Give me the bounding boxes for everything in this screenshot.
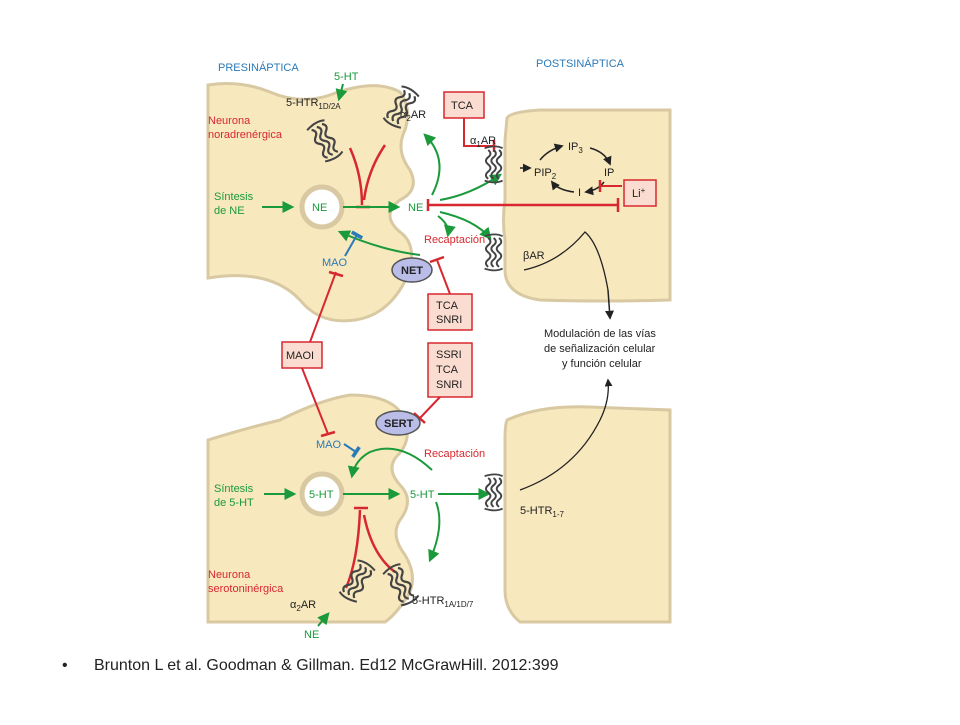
tca-top-box	[443, 91, 485, 119]
five-ht-vesicle	[299, 471, 345, 517]
five-ht-top-label: 5-HT	[334, 71, 359, 83]
postsynaptic-header: POSTSINÁPTICA	[536, 57, 625, 70]
ne-bottom-label: NE	[304, 629, 319, 641]
tca-snri-inhibition	[436, 259, 451, 295]
mao-top-inhibition	[344, 230, 364, 257]
net-label: NET	[401, 265, 423, 277]
maoi-label: MAOI	[286, 350, 314, 362]
tca-snri-line2: SNRI	[436, 314, 462, 326]
tca-snri-line1: TCA	[436, 300, 459, 312]
li-box	[623, 179, 657, 207]
ne-vesicle	[299, 184, 345, 230]
modulacion-line1: Modulación de las vías	[544, 328, 656, 340]
sintesis-5ht-line2: de 5-HT	[214, 497, 254, 509]
mao-bottom-label: MAO	[316, 439, 342, 451]
alpha2-ar-bottom-label: α2AR	[290, 599, 316, 613]
ne-to-alpha1-arrow	[439, 173, 502, 201]
ne-vesicle-label: NE	[312, 202, 327, 214]
five-htr-1d2a-label: 5-HTR1D/2A	[286, 97, 341, 111]
sintesis-5ht-line1: Síntesis	[214, 483, 254, 495]
citation: • Brunton L et al. Goodman & Gillman. Ed1…	[62, 657, 559, 675]
pip2-label: PIP2	[534, 167, 557, 181]
neurona-noradrenergica-line1: Neurona	[208, 115, 251, 127]
presynaptic-inhibition-y	[348, 144, 387, 206]
modulation-arrow-top	[604, 289, 614, 320]
ip3-label: IP3	[568, 141, 583, 155]
alpha1-ar-label: α1AR	[470, 135, 496, 149]
li-label: Li+	[632, 186, 646, 200]
ssri-tca-snri-box	[427, 342, 473, 398]
tca-snri-box	[427, 293, 473, 331]
five-ht-vesicle-label: 5-HT	[309, 489, 334, 501]
sert-label: SERT	[384, 418, 414, 430]
modulation-arrow-bottom	[519, 378, 613, 491]
mao-top-label: MAO	[322, 257, 348, 269]
ne-cleft-label: NE	[408, 202, 423, 214]
beta-ar-label: βAR	[523, 250, 545, 262]
ne-bottom-arrow	[317, 612, 330, 627]
ssri-sert-inhibition	[419, 396, 441, 419]
ssri-line2: TCA	[436, 364, 459, 376]
presynaptic-header: PRESINÁPTICA	[218, 61, 299, 74]
five-ht-top-arrow	[335, 83, 348, 102]
maoi-bottom-inhibition	[301, 367, 329, 435]
five-htr-1a1d7-label: 5-HTR1A/1D/7	[412, 595, 474, 609]
neurona-serotoninergica-line1: Neurona	[208, 569, 251, 581]
citation-text: Brunton L et al. Goodman & Gillman. Ed12…	[94, 657, 559, 674]
ssri-line1: SSRI	[436, 349, 462, 361]
five-htr-1-7-label: 5-HTR1-7	[520, 505, 565, 519]
alpha2-ar-top-label: α2AR	[400, 109, 426, 123]
five-ht-reuptake-arrow	[347, 447, 433, 479]
five-htr-1-7-receptor-icon	[483, 473, 504, 512]
postsynaptic-bottom-cell	[503, 405, 672, 624]
ip-label: IP	[604, 167, 614, 179]
sert-transporter	[375, 410, 421, 436]
mao-bottom-inhibition	[343, 443, 361, 458]
sintesis-ne-line2: de NE	[214, 205, 245, 217]
ne-feedback-alpha2-arrow	[423, 133, 441, 196]
bullet-icon: •	[62, 657, 68, 674]
ssri-line3: SNRI	[436, 379, 462, 391]
ne-reuptake-arrow	[337, 230, 421, 256]
beta-ar-receptor-icon	[483, 233, 504, 272]
neurona-noradrenergica-line2: noradrenérgica	[208, 129, 283, 141]
maoi-box	[281, 341, 323, 369]
neurona-serotoninergica-line2: serotoninérgica	[208, 583, 284, 595]
modulacion-line3: y función celular	[562, 358, 642, 370]
i-label: I	[578, 187, 581, 199]
recaptacion-bottom-label: Recaptación	[424, 448, 485, 460]
net-transporter	[391, 257, 433, 283]
five-ht-cleft-label: 5-HT	[410, 489, 435, 501]
five-ht-autoreceptor-arrow	[428, 501, 441, 563]
recaptacion-top-label: Recaptación	[424, 234, 485, 246]
modulacion-line2: de señalización celular	[544, 343, 656, 355]
sintesis-ne-line1: Síntesis	[214, 191, 254, 203]
maoi-top-inhibition	[309, 271, 337, 343]
signaling-bracket	[523, 231, 609, 291]
tca-top-label: TCA	[451, 100, 474, 112]
